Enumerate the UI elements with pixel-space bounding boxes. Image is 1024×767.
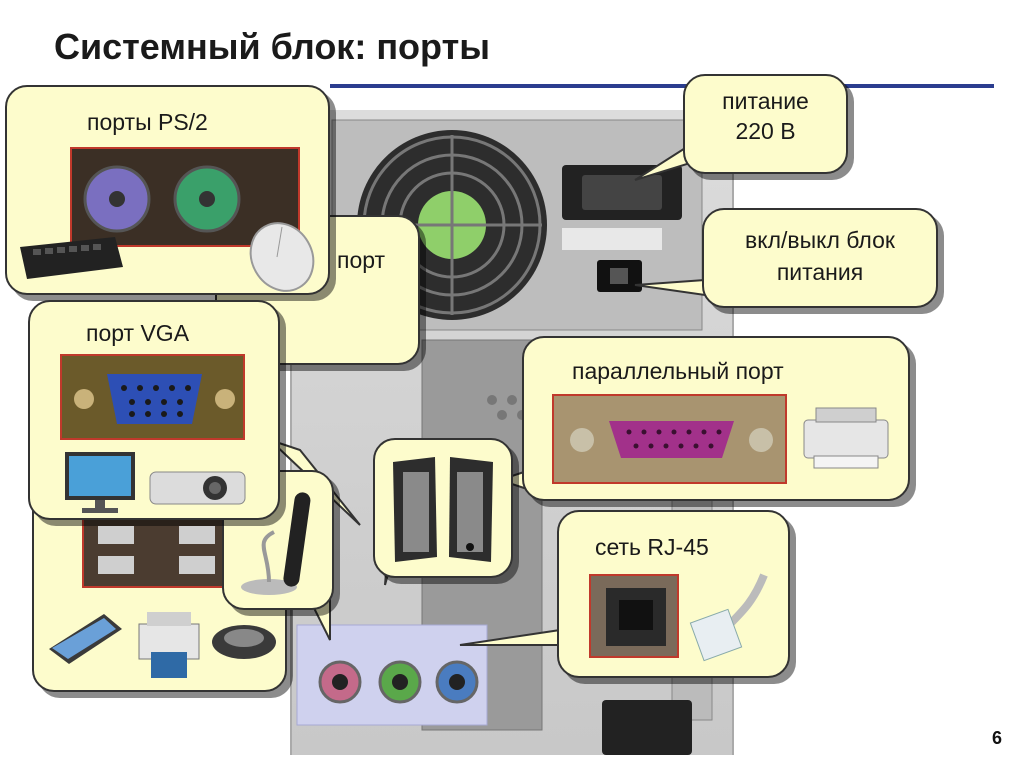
projector-icon <box>145 457 255 512</box>
monitor-icon <box>60 447 140 517</box>
vga-port-thumb <box>60 354 245 440</box>
printer-icon <box>129 604 209 684</box>
rj45-port-thumb <box>589 574 679 658</box>
slide-number: 6 <box>991 728 1002 748</box>
callout-switch: вкл/выкл блок питания <box>702 208 938 308</box>
switch-label: вкл/выкл блок питания <box>745 227 895 285</box>
callout-vga: порт VGA <box>28 300 280 520</box>
mouse-icon <box>209 622 279 662</box>
callout-ps2: порты PS/2 <box>5 85 330 295</box>
parallel-label: параллельный порт <box>572 358 784 384</box>
parallel-port-thumb <box>552 394 787 484</box>
callout-power: питание 220 В <box>683 74 848 174</box>
network-cable-icon <box>684 570 779 665</box>
microphone-icon <box>234 482 329 602</box>
callout-parallel: параллельный порт <box>522 336 910 501</box>
slide-title: Системный блок: порты <box>54 26 490 67</box>
ps2-label: порты PS/2 <box>87 109 208 135</box>
title-underline <box>330 84 994 88</box>
vga-label: порт VGA <box>86 320 190 346</box>
callout-rj45: сеть RJ-45 <box>557 510 790 678</box>
keyboard-icon <box>15 227 125 287</box>
rj45-label: сеть RJ-45 <box>595 534 709 560</box>
usb-ports-thumb <box>82 510 242 588</box>
mouse-icon <box>237 217 327 297</box>
printer-icon <box>796 400 896 475</box>
power-label: питание 220 В <box>722 88 809 144</box>
usb-port-label: порт <box>337 247 386 273</box>
scanner-icon <box>44 604 124 669</box>
speakers-icon <box>385 452 505 567</box>
callout-speakers <box>373 438 513 578</box>
